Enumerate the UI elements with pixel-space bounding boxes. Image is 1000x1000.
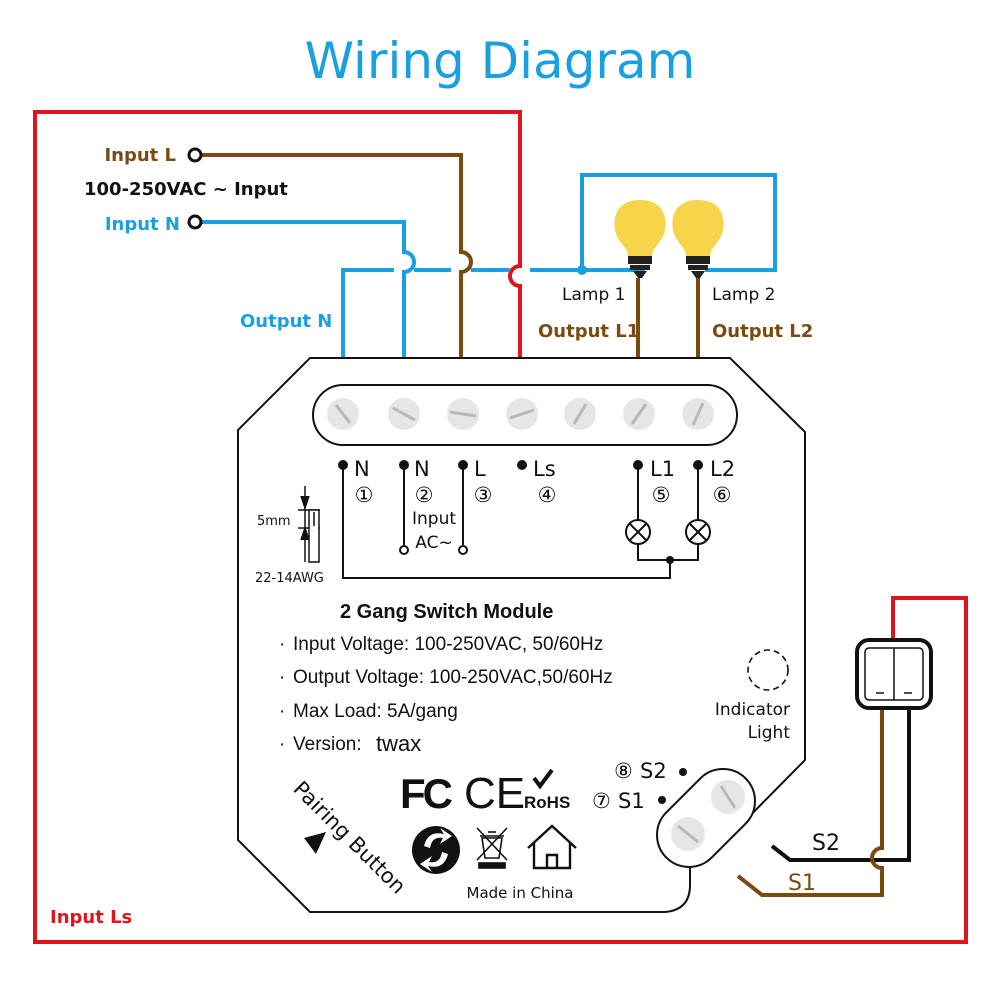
spec-bullet: · [279,634,285,655]
output-n-wire [341,173,777,358]
spec-version-value: twax [376,731,421,756]
screw-icon [682,398,714,430]
s1-terminal-name: S1 [618,789,645,813]
module-name: 2 Gang Switch Module [340,601,553,623]
wire-gauge-label: 22-14AWG [255,571,324,586]
input-ac-label-line2: AC~ [415,533,452,553]
strip-length-gauge [298,486,320,563]
output-l2-label: Output L2 [712,321,813,342]
terminal-screws [327,398,714,430]
s2-wire [770,700,911,862]
weee-bin-icon [476,827,508,869]
junction-dot [666,556,674,564]
recycle-icon [412,826,460,874]
s1-label: S1 [788,871,816,896]
indicator-light-icon [747,649,789,691]
spec-bullet: · [279,667,285,688]
indicator-label-line1: Indicator [715,700,790,720]
s2-label: S2 [812,831,840,856]
input-l-wire [200,153,473,358]
s1-terminal-number: ⑦ [592,789,611,813]
terminal-dots [338,460,703,470]
lamp1-label: Lamp 1 [562,285,625,305]
spec-bullet: · [279,701,285,722]
fc-mark: FC [400,770,453,817]
terminal-2-number: ② [415,483,434,507]
s2-terminal-name: S2 [640,759,667,783]
strip-length-label: 5mm [257,514,291,529]
s1-wire [736,700,884,897]
house-icon [527,824,577,870]
ce-mark: CE [464,769,525,818]
made-in-label: Made in China [467,884,574,902]
terminal-3-name: L [474,457,486,481]
indicator-label-line2: Light [748,723,791,743]
terminal-5-number: ⑤ [652,483,671,507]
spec-version-label: Version: [293,734,362,755]
input-voltage-label: 100-250VAC ~ Input [84,179,288,200]
output-n-label: Output N [240,311,332,332]
rohs-mark: RoHS [524,793,570,812]
s2-terminal-dot [679,768,687,776]
spec-bullet: · [279,734,285,755]
terminal-5-name: L1 [650,457,675,481]
spec-max-load: Max Load: 5A/gang [293,701,458,722]
s2-terminal-number: ⑧ [614,759,633,783]
input-ls-label: Input Ls [50,907,132,928]
terminal-2-name: N [414,457,430,481]
screw-icon [564,398,596,430]
spec-list: · Input Voltage: 100-250VAC, 50/60Hz · O… [279,634,613,756]
spec-input-voltage: Input Voltage: 100-250VAC, 50/60Hz [293,634,603,655]
ls-wire [33,110,968,944]
rohs-check-icon [532,768,554,790]
wall-switch-icon[interactable] [855,638,933,710]
screw-icon [327,398,359,430]
lamp2-bulb-icon [672,200,724,278]
input-n-terminal [187,214,203,230]
input-n-wire [200,220,416,358]
internal-schematic [342,466,711,579]
screw-icon [447,398,479,430]
terminal-6-number: ⑥ [713,483,732,507]
neutral-junction-dot [577,265,587,275]
spec-output-voltage: Output Voltage: 100-250VAC,50/60Hz [293,667,613,688]
s1-terminal-dot [658,796,666,804]
pairing-arrow-icon [304,832,326,854]
input-ac-label-line1: Input [412,509,456,529]
input-l-terminal [187,147,203,163]
terminal-6-name: L2 [710,457,735,481]
lamp2-label: Lamp 2 [712,285,775,305]
terminal-1-name: N [354,457,370,481]
input-l-label: Input L [104,145,176,166]
lamp1-bulb-icon [614,200,666,278]
screw-icon [623,398,655,430]
screw-icon [388,398,420,430]
terminal-4-number: ④ [538,483,557,507]
output-l1-label: Output L1 [538,321,639,342]
diagram-title: Wiring Diagram [305,32,696,90]
input-n-label: Input N [105,214,180,235]
screw-icon [506,398,538,430]
terminal-1-number: ① [355,483,374,507]
terminal-4-name: Ls [533,457,556,481]
terminal-3-number: ③ [474,483,493,507]
